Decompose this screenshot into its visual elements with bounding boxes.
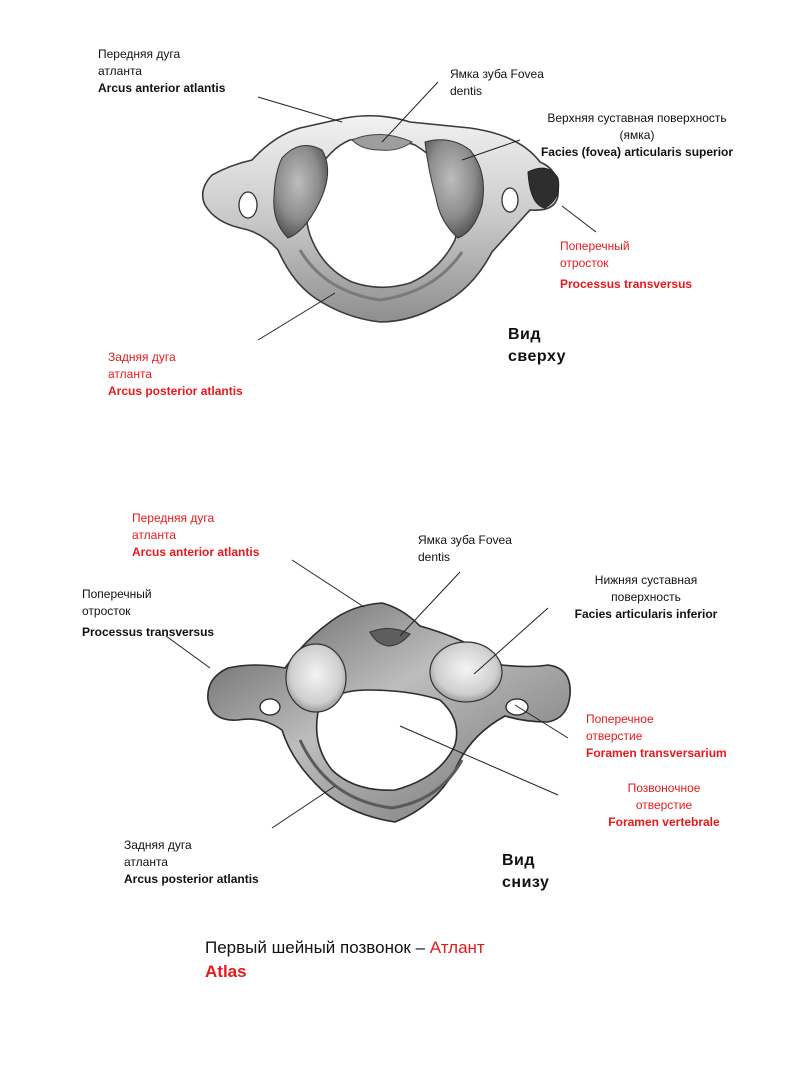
atlas-superior-view	[203, 116, 559, 322]
label-latin: Arcus posterior atlantis	[124, 871, 259, 888]
label-ru-line: Поперечное	[586, 711, 727, 728]
label-ru-line: отросток	[82, 603, 214, 620]
label-transverse-process-top: Поперечный отросток Processus transversu…	[560, 238, 692, 293]
label-ru-line: (ямка)	[527, 127, 747, 144]
label-ru-line: Нижняя суставная	[570, 572, 722, 589]
label-ru-line: Ямка зуба Fovea	[450, 66, 544, 83]
leader-anterior-arch-bottom	[292, 560, 364, 607]
label-ru-line: Поперечный	[82, 586, 214, 603]
transverse-foramen-left	[239, 192, 257, 218]
label-ru-line: отросток	[560, 255, 692, 272]
inferior-facet-right	[430, 642, 502, 702]
label-latin: Processus transversus	[560, 276, 692, 293]
atlas-inferior-view	[208, 603, 570, 822]
label-transverse-foramen: Поперечное отверстие Foramen transversar…	[586, 711, 727, 762]
label-ru-line: Поперечный	[560, 238, 692, 255]
label-latin: Arcus anterior atlantis	[132, 544, 259, 561]
transverse-foramen-right	[502, 188, 518, 212]
transverse-foramen-left-bottom	[260, 699, 280, 715]
label-ru-line: Передняя дуга	[132, 510, 259, 527]
label-latin: Arcus anterior atlantis	[98, 80, 225, 97]
label-latin: Processus transversus	[82, 624, 214, 641]
label-ru-line: Передняя дуга	[98, 46, 225, 63]
title-main: Первый шейный позвонок –	[205, 938, 430, 957]
label-ru-line: dentis	[450, 83, 544, 100]
label-latin: Facies (fovea) articularis superior	[527, 144, 747, 161]
label-posterior-arch-bottom: Задняя дуга атланта Arcus posterior atla…	[124, 837, 259, 888]
title-atlas: Atlas	[205, 960, 485, 984]
label-latin: Arcus posterior atlantis	[108, 383, 243, 400]
label-ru-line: Позвоночное	[598, 780, 730, 797]
leader-anterior-arch-top	[258, 97, 342, 122]
label-ru-line: Верхняя суставная поверхность	[527, 110, 747, 127]
label-ru-line: поверхность	[570, 589, 722, 606]
label-anterior-arch-bottom: Передняя дуга атланта Arcus anterior atl…	[132, 510, 259, 561]
label-posterior-arch-top: Задняя дуга атланта Arcus posterior atla…	[108, 349, 243, 400]
label-fovea-dentis-top: Ямка зуба Fovea dentis	[450, 66, 544, 100]
label-ru-line: отверстие	[586, 728, 727, 745]
transverse-foramen-right-bottom	[506, 699, 528, 715]
label-ru-line: Задняя дуга	[124, 837, 259, 854]
label-transverse-process-bottom: Поперечный отросток Processus transversu…	[82, 586, 214, 641]
leader-fovea-bottom	[400, 572, 460, 636]
leader-posterior-arch-bottom	[272, 786, 335, 828]
label-vertebral-foramen: Позвоночное отверстие Foramen vertebrale	[598, 780, 730, 831]
label-ru-line: Ямка зуба Fovea	[418, 532, 512, 549]
label-fovea-dentis-bottom: Ямка зуба Fovea dentis	[418, 532, 512, 566]
view-label-line: Вид	[502, 850, 549, 872]
label-ru-line: Задняя дуга	[108, 349, 243, 366]
label-latin: Facies articularis inferior	[570, 606, 722, 623]
page-title: Первый шейный позвонок – Атлант Atlas	[205, 936, 485, 984]
view-label-top: Вид сверху	[508, 324, 566, 368]
view-label-line: снизу	[502, 872, 549, 894]
superior-facet-left	[274, 146, 328, 239]
view-label-line: Вид	[508, 324, 566, 346]
view-label-line: сверху	[508, 346, 566, 368]
inferior-facet-left	[286, 644, 346, 712]
label-latin: Foramen vertebrale	[598, 814, 730, 831]
label-ru-line: атланта	[98, 63, 225, 80]
label-latin: Foramen transversarium	[586, 745, 727, 762]
label-ru-line: атланта	[108, 366, 243, 383]
title-atlant: Атлант	[430, 938, 485, 957]
label-ru-line: отверстие	[598, 797, 730, 814]
label-inferior-facet: Нижняя суставная поверхность Facies arti…	[570, 572, 722, 623]
leader-transverse-process-top	[562, 206, 596, 232]
leader-posterior-arch-top	[258, 293, 335, 340]
view-label-bottom: Вид снизу	[502, 850, 549, 894]
label-ru-line: атланта	[132, 527, 259, 544]
label-anterior-arch-top: Передняя дуга атланта Arcus anterior atl…	[98, 46, 225, 97]
leader-inferior-facet	[474, 608, 548, 674]
label-ru-line: атланта	[124, 854, 259, 871]
label-superior-facet: Верхняя суставная поверхность (ямка) Fac…	[527, 110, 747, 161]
label-ru-line: dentis	[418, 549, 512, 566]
